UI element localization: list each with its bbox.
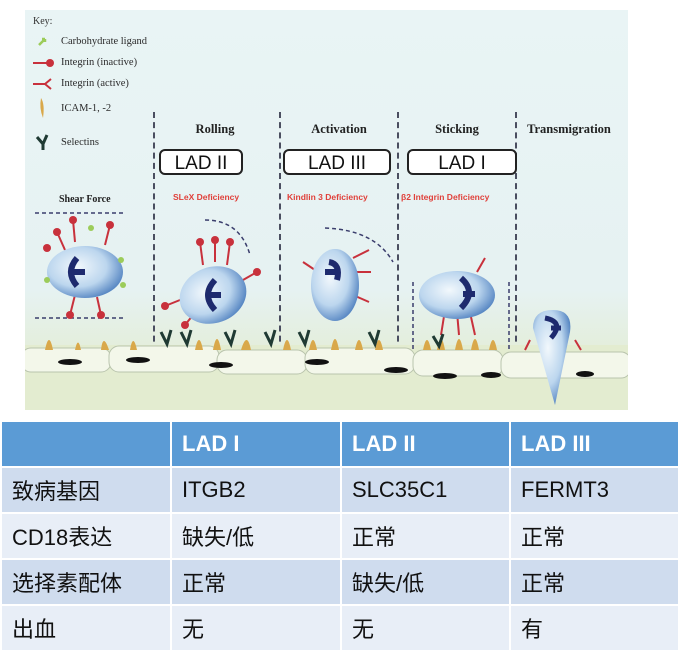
integrin-active-icon <box>33 77 61 91</box>
deficiency-label: SLeX Deficiency <box>173 192 240 202</box>
table-cell: 正常 <box>509 558 680 606</box>
table-row: 出血 无 无 有 <box>0 604 680 652</box>
deficiency-label: β2 Integrin Deficiency <box>401 192 490 202</box>
leukocyte-illustration <box>25 212 628 410</box>
table-row: 致病基因 ITGB2 SLC35C1 FERMT3 <box>0 466 680 514</box>
header-cell-lad-i: LAD I <box>170 420 342 468</box>
table-cell: 正常 <box>340 512 511 560</box>
table-cell: FERMT3 <box>509 466 680 514</box>
stage-title-sticking: Sticking <box>435 122 479 136</box>
table-cell: 有 <box>509 604 680 652</box>
table-cell: 无 <box>340 604 511 652</box>
stage-divider <box>515 112 517 362</box>
key-item: Integrin (active) <box>33 73 147 94</box>
table-cell: 缺失/低 <box>340 558 511 606</box>
integrin-inactive-icon <box>33 56 61 70</box>
key-title: Key: <box>33 16 53 27</box>
row-label: 出血 <box>0 604 172 652</box>
stage-title-activation: Activation <box>311 122 367 136</box>
table-cell: SLC35C1 <box>340 466 511 514</box>
table-cell: 正常 <box>509 512 680 560</box>
table-row: CD18表达 缺失/低 正常 正常 <box>0 512 680 560</box>
table-header-row: LAD I LAD II LAD III <box>0 420 680 468</box>
icam-icon <box>33 96 61 120</box>
row-label: CD18表达 <box>0 512 172 560</box>
shear-force-label: Shear Force <box>59 194 111 205</box>
header-cell-empty <box>0 420 172 468</box>
row-label: 致病基因 <box>0 466 172 514</box>
row-label: 选择素配体 <box>0 558 172 606</box>
table-cell: 正常 <box>170 558 342 606</box>
table-cell: ITGB2 <box>170 466 342 514</box>
stage-divider <box>397 112 399 362</box>
table-row: 选择素配体 正常 缺失/低 正常 <box>0 558 680 606</box>
lad-pathway-figure: Key: Carbohydrate ligand Integrin (inact… <box>25 10 628 410</box>
header-cell-lad-ii: LAD II <box>340 420 511 468</box>
table-cell: 缺失/低 <box>170 512 342 560</box>
header-cell-lad-iii: LAD III <box>509 420 680 468</box>
key-item: ICAM-1, -2 <box>33 94 147 122</box>
lad-i-box: LAD I <box>407 149 517 175</box>
table-cell: 无 <box>170 604 342 652</box>
stage-title-rolling: Rolling <box>195 122 235 136</box>
selectin-icon <box>33 133 61 152</box>
key-item: Carbohydrate ligand <box>33 31 147 52</box>
lad-iii-box: LAD III <box>283 149 391 175</box>
carbohydrate-ligand-icon <box>33 35 61 49</box>
deficiency-label: Kindlin 3 Deficiency <box>287 192 368 202</box>
key-item: Integrin (inactive) <box>33 52 147 73</box>
stage-divider <box>279 112 281 362</box>
key-item: Selectins <box>33 132 147 153</box>
lad-comparison-table: LAD I LAD II LAD III 致病基因 ITGB2 SLC35C1 … <box>0 420 680 652</box>
stage-title-transmigration: Transmigration <box>527 122 611 136</box>
stage-divider <box>153 112 155 362</box>
lad-ii-box: LAD II <box>159 149 243 175</box>
figure-key: Key: Carbohydrate ligand Integrin (inact… <box>33 16 147 153</box>
